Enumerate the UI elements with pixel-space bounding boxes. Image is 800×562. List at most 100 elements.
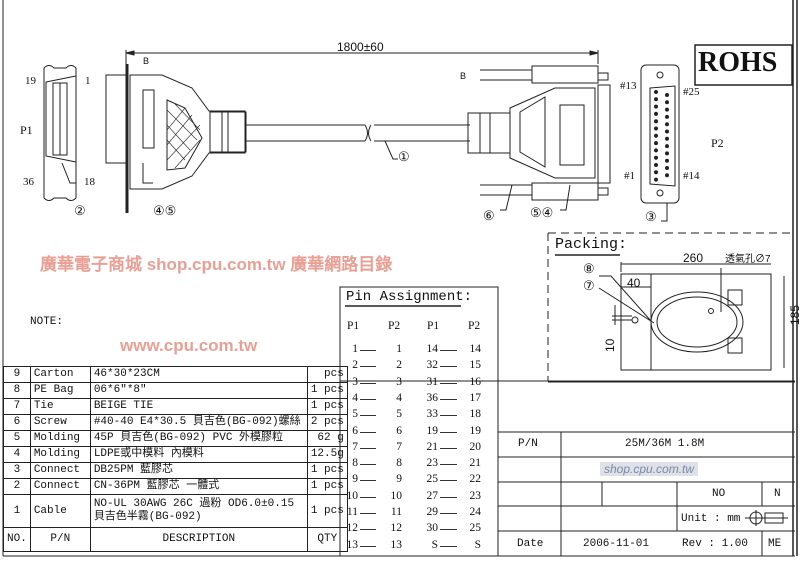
pin-number: 5 xyxy=(396,408,402,421)
pin-connection-line xyxy=(360,464,376,466)
hole-spacing: 10 xyxy=(603,338,617,352)
pin-connection-line xyxy=(440,480,457,482)
pin-number: 12 xyxy=(346,522,359,535)
pin-number: 20 xyxy=(469,440,482,453)
pin-connection-line xyxy=(360,496,376,498)
bom-cell-no: 9 xyxy=(3,366,31,383)
bom-cell-desc: 45P 貝吉色(BG-092) PVC 外模膠粒 xyxy=(89,430,308,447)
note-label: NOTE: xyxy=(30,316,64,328)
bom-cell-pn: Molding xyxy=(29,446,91,463)
pin-number: 9 xyxy=(352,473,358,486)
revision-mark-2: B xyxy=(460,71,467,81)
rohs-label: ROHS xyxy=(698,47,778,78)
bom-cell-pn: Molding xyxy=(29,430,91,447)
p2-pin-dot xyxy=(654,163,658,167)
bom-cell-qty: 1 pcs xyxy=(306,462,348,479)
callout-7: ⑦ xyxy=(583,279,595,294)
pin-number: 11 xyxy=(390,506,402,518)
bom-desc-line: 貝吉色半霧(BG-092) xyxy=(93,511,202,523)
pin-assignment-title: Pin Assignment: xyxy=(346,289,473,305)
packing-width: 260 xyxy=(683,251,704,265)
pin-number: 33 xyxy=(426,408,439,421)
pin-number: 32 xyxy=(426,359,439,372)
pin-connection-line xyxy=(360,513,376,514)
callout-1: ① xyxy=(398,150,410,165)
bom-cell-pn: Connect xyxy=(29,462,91,479)
callout-8: ⑧ xyxy=(583,262,595,277)
pin-number: 25 xyxy=(469,522,482,535)
p2-pin-dot xyxy=(665,100,669,105)
bom-cell-qty: pcs xyxy=(306,366,348,383)
pin-number: 7 xyxy=(396,440,402,453)
date-label: Date xyxy=(517,538,544,550)
pin-row: 12 12 30 25 xyxy=(340,522,490,538)
bom-cell-no: 4 xyxy=(3,446,31,463)
p2-pin-dot xyxy=(665,144,669,149)
pin-number: 11 xyxy=(346,506,358,518)
packing-flap: 40 xyxy=(627,276,641,290)
pin-number: 12 xyxy=(390,522,403,535)
p2-pin-dot xyxy=(665,122,669,127)
p2-pin-dot xyxy=(654,97,658,102)
bom-header-qty: QTY xyxy=(306,527,348,552)
packing-height: 185 xyxy=(788,304,800,325)
pin-connection-line xyxy=(440,545,457,547)
pin-connection-line xyxy=(440,398,457,400)
header-p2-a: P2 xyxy=(388,320,401,332)
no-label: NO xyxy=(712,488,726,500)
pin-number: 15 xyxy=(469,359,482,372)
p2-pin-dot xyxy=(654,133,658,138)
corner-watermark: shop.cpu.com.tw xyxy=(600,462,699,476)
pin-number: 6 xyxy=(396,424,402,437)
header-p2-b: P2 xyxy=(468,320,481,332)
me-label: ME xyxy=(768,538,782,550)
pin-connection-line xyxy=(360,398,376,400)
p2-pin-dot xyxy=(654,90,658,94)
p2-pin-dot xyxy=(665,166,669,170)
p2-pin-dot xyxy=(665,136,669,141)
p1-pin-1: 1 xyxy=(85,75,91,87)
pin-connection-line xyxy=(440,513,457,514)
bom-cell-desc: 46*30*23CM xyxy=(89,366,308,383)
bom-cell-qty: 1 pcs xyxy=(306,494,348,528)
pin-connection-line xyxy=(360,382,376,384)
pin-number: 27 xyxy=(426,489,439,502)
packing-title: Packing: xyxy=(555,236,628,253)
watermark-1: 廣華電子商城 shop.cpu.com.tw 廣華網路目錄 xyxy=(40,255,393,274)
p2-pin-1: #1 xyxy=(624,170,635,182)
bom-cell-desc: BEIGE TIE xyxy=(89,398,308,415)
pin-number: 4 xyxy=(352,391,358,404)
p2-pin-dot xyxy=(654,126,658,131)
p1-label: P1 xyxy=(20,123,33,137)
pin-number: 13 xyxy=(390,538,403,551)
bom-cell-qty: 1 pcs xyxy=(306,398,348,415)
pin-number: 1 xyxy=(352,343,358,355)
pin-connection-line xyxy=(440,529,457,531)
no-value: N xyxy=(774,488,781,500)
pin-number: 30 xyxy=(426,522,439,535)
p2-pin-dot xyxy=(654,177,658,182)
pin-connection-line xyxy=(360,480,376,482)
pin-number: 7 xyxy=(352,440,358,453)
header-p1-a: P1 xyxy=(347,320,360,332)
bom-cell-no: 5 xyxy=(3,430,31,447)
bom-cell-no: 7 xyxy=(3,398,31,415)
p2-pin-dot xyxy=(665,158,669,163)
callout-6: ⑥ xyxy=(483,209,495,224)
pin-number: 36 xyxy=(426,391,439,404)
p2-pin-dot xyxy=(665,93,669,97)
pin-number: S xyxy=(431,538,438,551)
rev-label: Rev : 1.00 xyxy=(682,538,749,550)
